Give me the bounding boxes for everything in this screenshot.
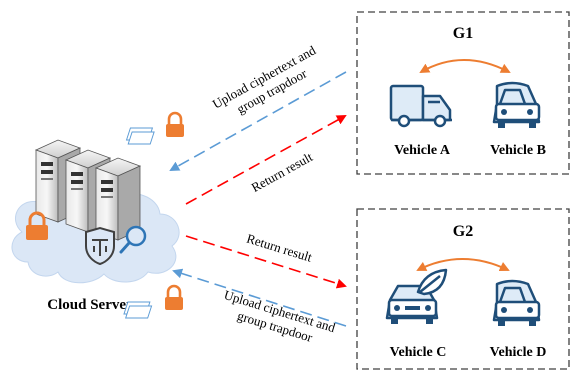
- g2-exchange-arrow: [416, 258, 510, 272]
- eco-car-icon: [385, 268, 448, 324]
- encrypted-document-icon: [26, 211, 48, 240]
- g1-exchange-arrow: [419, 59, 511, 73]
- g2-lock-document-icon: [123, 284, 183, 319]
- g2-return-arrow: [185, 235, 347, 289]
- g1-upload-arrow: [169, 71, 347, 171]
- server-rack-icon: [34, 139, 142, 241]
- car-icon: [492, 279, 541, 326]
- group-g1-title: G1: [453, 25, 473, 42]
- g1-return-label: Return result: [249, 149, 316, 195]
- group-g2: G2 Vehicle C Vehicle D: [356, 208, 570, 370]
- shield-icon: [85, 226, 115, 266]
- group-g2-frame: [356, 208, 570, 370]
- cloud-server: Cloud Server: [11, 139, 180, 313]
- magnifier-icon: [119, 225, 147, 254]
- g2-return-label: Return result: [245, 231, 314, 265]
- group-g1-frame: [356, 11, 570, 175]
- vehicle-a-label: Vehicle A: [394, 143, 451, 158]
- vehicle-b-label: Vehicle B: [490, 143, 546, 158]
- group-g1: G1 Vehicle A Vehicle B: [356, 11, 570, 175]
- vehicle-c-label: Vehicle C: [390, 345, 447, 360]
- vehicle-d-label: Vehicle D: [490, 345, 547, 360]
- group-g2-title: G2: [453, 223, 473, 240]
- g2-upload-arrow: [172, 268, 347, 327]
- server-label: Cloud Server: [47, 297, 133, 313]
- truck-icon: [389, 84, 452, 128]
- g1-lock-document-icon: [125, 111, 184, 145]
- g1-return-arrow: [185, 115, 347, 205]
- car-icon: [492, 81, 541, 128]
